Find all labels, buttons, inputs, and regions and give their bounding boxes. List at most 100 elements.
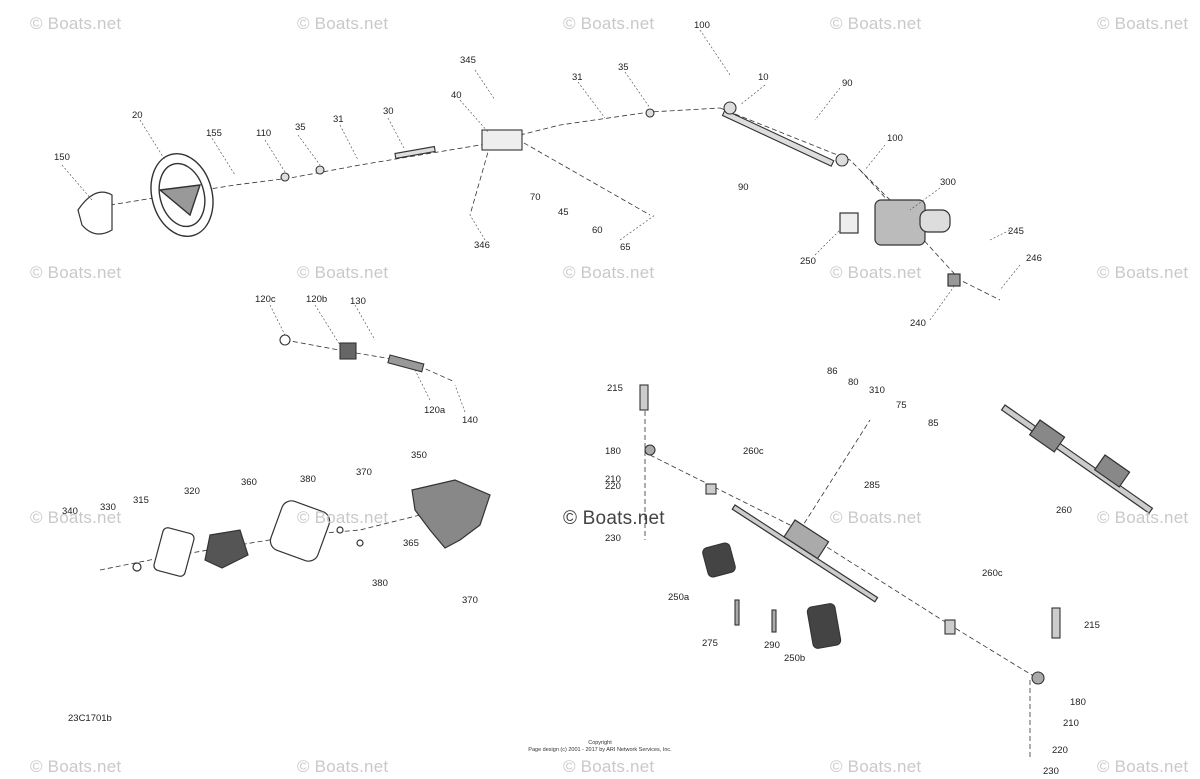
copyright-notice: Copyright Page design (c) 2001 - 2017 by… [520,740,680,754]
part-label: 85 [928,418,939,429]
part-label: 346 [474,240,490,251]
watermark: © Boats.net [830,508,922,527]
part-label: 246 [1026,253,1042,264]
part-label: 120b [306,294,328,305]
part-label: 215 [1084,620,1100,631]
leader-line [469,144,491,216]
part-label: 80 [848,377,859,388]
part-label: 275 [702,638,718,649]
part-label: 320 [184,486,200,497]
part-label: 250 [800,256,816,267]
watermark: © Boats.net [1097,14,1189,33]
part-label: 380 [372,578,388,589]
part-label: 285 [864,480,880,491]
part-label: 86 [827,366,838,377]
copyright-line: Copyright [588,740,612,746]
display-shape [204,529,249,569]
part-label: 150 [54,152,70,163]
watermark: © Boats.net [297,508,389,527]
part-label: 75 [896,400,907,411]
part-label: 260 [1056,505,1072,516]
lens-shape [269,500,331,562]
part-label: 35 [295,122,306,133]
diagram-code: 23C1701b [68,713,112,724]
leader-line [284,339,456,383]
leader-line [99,514,421,571]
part-label: 290 [764,640,780,651]
watermark: © Boats.net [1097,508,1189,527]
part-label: 230 [605,533,621,544]
part-label: 340 [62,506,78,517]
leader-line [649,454,1041,681]
part-label: 330 [100,502,116,513]
part-label: 10 [758,72,769,83]
steering-wheel-shape [150,152,214,238]
watermark: © Boats.net [30,14,122,33]
boot-shape [339,342,357,360]
copyright-line: Page design (c) 2001 - 2017 by ARI Netwo… [528,747,672,753]
part-label: 70 [530,192,541,203]
part-label: 140 [462,415,478,426]
watermark: © Boats.net [563,263,655,282]
part-label: 120c [255,294,276,305]
leader-line [719,107,901,211]
part-label: 380 [300,474,316,485]
part-label: 345 [460,55,476,66]
part-label: 245 [1008,226,1024,237]
bezel-shape [153,527,195,577]
part-label: 210 [1063,718,1079,729]
part-label: 31 [333,114,344,125]
leader-line [109,107,721,206]
part-label: 155 [206,128,222,139]
part-label: 65 [620,242,631,253]
part-label: 35 [618,62,629,73]
part-label: 180 [1070,697,1086,708]
steering-rack-shape [731,404,1154,603]
part-label: 370 [462,595,478,606]
part-label: 230 [1043,766,1059,777]
part-label: 350 [411,450,427,461]
watermark: © Boats.net [297,263,389,282]
leader-line [509,134,651,216]
intermediate-shaft-shape [721,109,835,167]
part-label: 240 [910,318,926,329]
watermark: © Boats.net [30,757,122,776]
part-label: 45 [558,207,569,218]
part-label: 31 [572,72,583,83]
part-label: 220 [1052,745,1068,756]
part-label: 300 [940,177,956,188]
power-steering-unit-shape [839,199,961,287]
watermark: © Boats.net [297,757,389,776]
boot-a-shape [702,542,736,578]
coupler-shape [387,354,425,373]
part-label: 215 [607,383,623,394]
watermark: © Boats.net [1097,757,1189,776]
shaft-shape [394,145,436,160]
shroud-shape [411,479,491,549]
part-label: 260c [743,446,764,457]
watermark: © Boats.net [297,14,389,33]
part-label: 100 [887,133,903,144]
part-label: 30 [383,106,394,117]
watermark: © Boats.net [830,263,922,282]
bracket-shape [481,129,523,151]
part-label: 20 [132,110,143,121]
watermark: © Boats.net [563,757,655,776]
part-label: 60 [592,225,603,236]
boot-b-shape [806,603,842,649]
part-label: 90 [738,182,749,193]
part-label: 260c [982,568,1003,579]
watermark: © Boats.net [830,757,922,776]
hub-cover-shape [77,191,113,235]
watermark: © Boats.net [30,263,122,282]
part-label: 210 [605,474,621,485]
part-label: 365 [403,538,419,549]
part-label: 100 [694,20,710,31]
part-label: 370 [356,467,372,478]
part-label: 130 [350,296,366,307]
part-label: 250b [784,653,806,664]
leader-line [799,419,871,531]
part-label: 110 [256,128,272,139]
part-label: 180 [605,446,621,457]
